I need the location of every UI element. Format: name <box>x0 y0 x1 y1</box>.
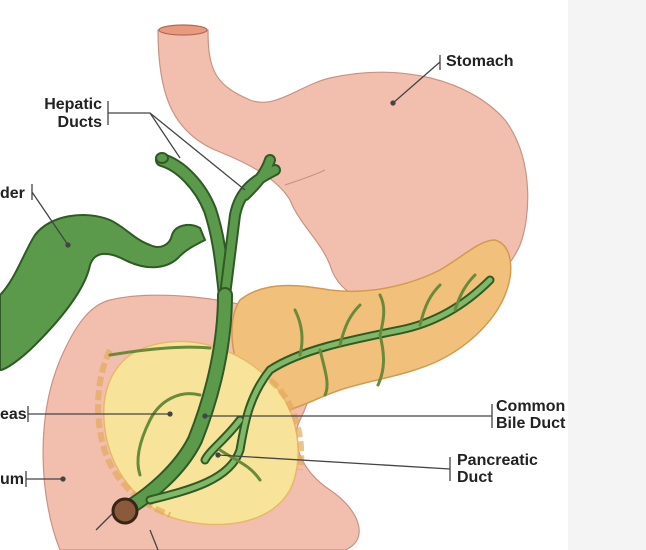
label-hepatic-ducts-line1: Hepatic <box>44 96 102 113</box>
left-hepatic-duct-opening <box>155 152 169 164</box>
esophagus-opening <box>158 24 208 36</box>
stomach-fold <box>284 169 326 186</box>
label-stomach: Stomach <box>446 53 514 70</box>
label-gallbladder-partial: der <box>0 185 25 202</box>
label-common-bile-duct-line1: Common <box>496 398 566 415</box>
label-duodenum-partial: um <box>0 471 24 488</box>
pancreatic-duct-branches <box>108 273 477 482</box>
label-pancreas-partial: eas <box>0 406 27 423</box>
ampulla-opening <box>111 497 139 525</box>
label-leader-lines <box>25 55 493 550</box>
label-common-bile-duct-line2: Bile Duct <box>496 415 566 432</box>
gallbladder <box>0 214 207 372</box>
label-hepatic-ducts-line2: Ducts <box>57 114 102 131</box>
right-background-strip <box>568 0 646 550</box>
label-pancreatic-duct-line2: Duct <box>457 469 493 486</box>
label-pancreatic-duct-line1: Pancreatic <box>457 452 538 469</box>
